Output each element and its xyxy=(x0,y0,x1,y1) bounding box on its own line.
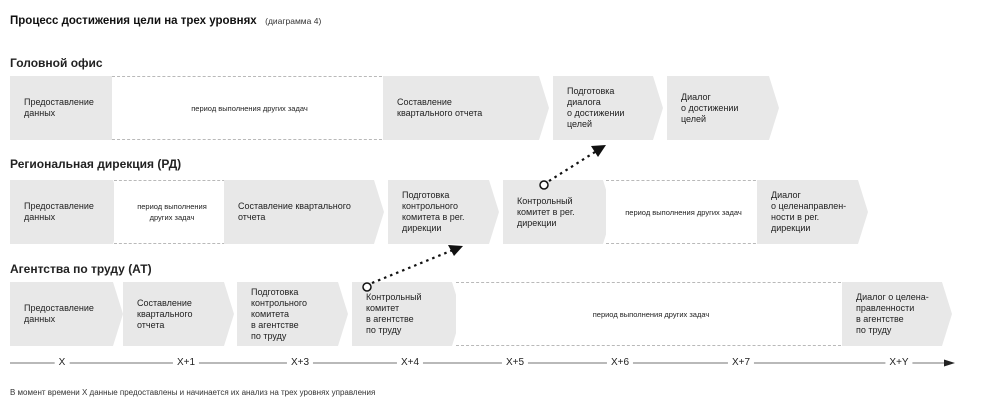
step-at-data: Предоставление данных xyxy=(10,282,123,346)
step-rd-other-tasks-1: период выполнения других задач xyxy=(114,180,230,244)
step-at-other-tasks: период выполнения других задач xyxy=(456,282,846,346)
step-rd-quarterly-report: Составление квартального отчета xyxy=(224,180,384,244)
step-rd-other-tasks-2: период выполнения других задач xyxy=(606,180,761,244)
step-at-quarterly-report: Составление квартального отчета xyxy=(123,282,234,346)
step-rd-dialog: Диалог о целенаправлен- ности в рег. дир… xyxy=(757,180,868,244)
title-main: Процесс достижения цели на трех уровнях xyxy=(10,15,257,27)
tick-x-plus-7: X+7 xyxy=(727,357,755,368)
heading-agencies: Агентства по труду (АТ) xyxy=(10,262,152,276)
tick-x: X xyxy=(54,357,70,368)
footnote: В момент времени X данные предоставлены … xyxy=(10,388,376,397)
step-ho-data: Предоставление данных xyxy=(10,76,123,140)
step-ho-other-tasks: период выполнения других задач xyxy=(112,76,387,140)
heading-regional: Региональная дирекция (РД) xyxy=(10,157,182,171)
step-ho-quarterly-report: Составление квартального отчета xyxy=(383,76,549,140)
tick-x-plus-1: X+1 xyxy=(172,357,200,368)
tick-x-plus-4: X+4 xyxy=(396,357,424,368)
title-subtitle: (диаграмма 4) xyxy=(265,16,322,26)
step-at-committee-prep: Подготовка контрольного комитета в агент… xyxy=(237,282,348,346)
step-rd-committee-prep: Подготовка контрольного комитета в рег. … xyxy=(388,180,499,244)
step-at-dialog: Диалог о целена- правленности в агентств… xyxy=(842,282,952,346)
step-ho-dialog: Диалог о достижении целей xyxy=(667,76,779,140)
tick-x-plus-6: X+6 xyxy=(606,357,634,368)
step-ho-dialog-prep: Подготовка диалога о достижении целей xyxy=(553,76,663,140)
diagram-title: Процесс достижения цели на трех уровнях … xyxy=(10,11,321,29)
step-at-committee: Контрольный комитет в агентстве по труду xyxy=(352,282,462,346)
tick-x-plus-y: X+Y xyxy=(885,357,913,368)
tick-x-plus-3: X+3 xyxy=(286,357,314,368)
step-rd-data: Предоставление данных xyxy=(10,180,123,244)
tick-x-plus-5: X+5 xyxy=(501,357,529,368)
step-rd-committee: Контрольный комитет в рег. дирекции xyxy=(503,180,613,244)
heading-head-office: Головной офис xyxy=(10,56,103,70)
